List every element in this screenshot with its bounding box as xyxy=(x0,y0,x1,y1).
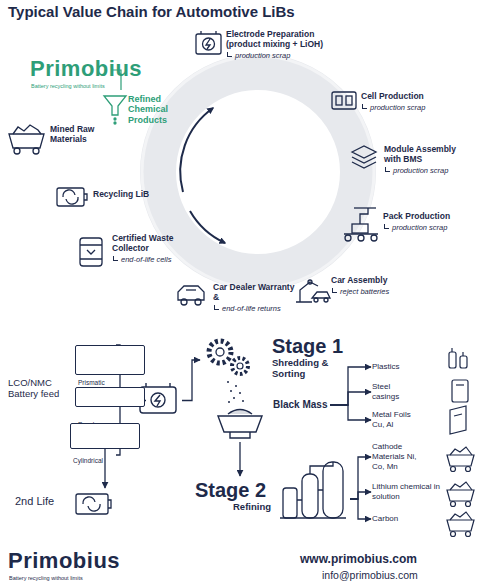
battery-feed-group: LCO/NMC Battery feedPrismaticPouchCylind… xyxy=(8,343,146,458)
node-heading: Pack Production xyxy=(383,212,463,222)
refining-plant xyxy=(280,462,346,518)
node-note: production scrap xyxy=(361,103,451,112)
logo-tagline: Battery recycling without limits xyxy=(9,575,83,581)
node-heading: Black Mass xyxy=(273,399,327,410)
stage-item: Pack Productionproduction scrap xyxy=(383,212,463,232)
cell-type-box: Prismatic xyxy=(75,345,145,375)
flow-arrow xyxy=(104,449,105,488)
logo-text: Primobius xyxy=(30,56,142,82)
output-item: Cathode Materials Ni, Co, Mn xyxy=(372,442,422,472)
node-heading: Stage 1 xyxy=(272,336,350,356)
cell-type-box: Cylindrical xyxy=(70,423,140,449)
node-heading: Lithium chemical in solution xyxy=(372,482,444,502)
node-heading: Mined Raw Materials xyxy=(50,125,105,145)
stage-item: Mined Raw Materials xyxy=(50,125,105,145)
flow-arrow xyxy=(350,499,371,519)
flow-arrow xyxy=(330,405,371,420)
shredder-gears xyxy=(209,341,248,374)
node-heading: Car Dealer Warranty & xyxy=(213,283,299,303)
node-heading: Recycling LiB xyxy=(93,190,163,200)
stage-item: Recycling LiB xyxy=(93,190,163,200)
node-note: production scrap xyxy=(226,51,346,60)
cell-type-box: Pouch xyxy=(75,387,145,407)
node-heading: Cathode Materials Ni, Co, Mn xyxy=(372,442,422,472)
website: www.primobius.com xyxy=(300,552,417,566)
stage-item: Car Dealer Warranty &end-of-life returns xyxy=(213,283,299,313)
flow-arrow xyxy=(330,367,371,405)
node-heading: Module Assembly with BMS xyxy=(384,145,472,165)
node-heading: Cell Production xyxy=(361,92,451,102)
diagram-title: Typical Value Chain for Automotive LiBs xyxy=(8,3,295,20)
logo-tagline: Battery recycling without limits xyxy=(31,83,105,89)
node-heading: Cylindrical xyxy=(71,458,135,465)
output-item: Carbon xyxy=(372,514,422,524)
flow-arrow xyxy=(350,492,371,499)
stage-item: Module Assembly with BMSproduction scrap xyxy=(384,145,472,175)
stage-item: Certified Waste Collectorend-of-life cel… xyxy=(112,234,192,264)
node-heading: Prismatic xyxy=(76,380,140,387)
node-note: end-of-life returns xyxy=(213,304,299,313)
node-heading: Carbon xyxy=(372,514,422,524)
node-note: Shredding & Sorting xyxy=(272,358,350,380)
node-heading: LCO/NMC Battery feed xyxy=(8,377,68,400)
output-icons xyxy=(447,348,474,537)
node-note: Refining xyxy=(195,502,350,513)
output-item: Lithium chemical in solution xyxy=(372,482,444,502)
funnel-icon xyxy=(104,96,126,124)
output-item: Metal Foils Cu, Al xyxy=(372,410,422,430)
node-note: reject batteries xyxy=(331,287,431,296)
stage-item: Electrode Preparation (product mixing + … xyxy=(226,30,346,60)
black-mass-item: Black Mass xyxy=(215,396,330,442)
battery-icon xyxy=(140,383,176,413)
node-heading: 2nd Life xyxy=(15,495,54,507)
stage-item: Refined Chemical Products xyxy=(128,94,190,125)
stage-item: Cell Productionproduction scrap xyxy=(361,92,451,112)
output-item: Steel casings xyxy=(372,382,412,402)
node-heading: Metal Foils Cu, Al xyxy=(372,410,422,430)
cycle-ring xyxy=(142,56,374,288)
node-heading: Stage 2 xyxy=(195,480,350,500)
node-heading: Certified Waste Collector xyxy=(112,234,192,254)
node-heading: Electrode Preparation (product mixing + … xyxy=(226,30,346,50)
node-heading: Refined Chemical Products xyxy=(128,94,190,125)
node-note: end-of-life cells xyxy=(112,255,192,264)
flow-arrow xyxy=(239,442,240,476)
flow-arrow xyxy=(330,392,371,405)
node-heading: Plastics xyxy=(372,362,422,372)
email: info@primobius.com xyxy=(322,569,418,581)
stage-item: Car Assemblyreject batteries xyxy=(331,276,431,296)
logo-text: Primobius xyxy=(8,548,120,574)
second-life-item: 2nd Life xyxy=(15,488,115,516)
process-stage: Stage 2 Refining xyxy=(195,476,350,522)
output-item: Plastics xyxy=(372,362,422,372)
cycle-icons xyxy=(9,31,378,305)
second-life-icon xyxy=(76,494,111,514)
node-note: production scrap xyxy=(383,223,463,232)
black-mass-bowl xyxy=(218,410,262,439)
node-note: production scrap xyxy=(384,166,472,175)
process-stage: Stage 1Shredding & Sorting xyxy=(200,336,350,380)
flow-arrow xyxy=(350,457,371,499)
black-mass-dust xyxy=(227,381,244,403)
node-heading: Steel casings xyxy=(372,382,412,402)
flow-arrow xyxy=(136,360,200,401)
node-heading: Car Assembly xyxy=(331,276,431,286)
